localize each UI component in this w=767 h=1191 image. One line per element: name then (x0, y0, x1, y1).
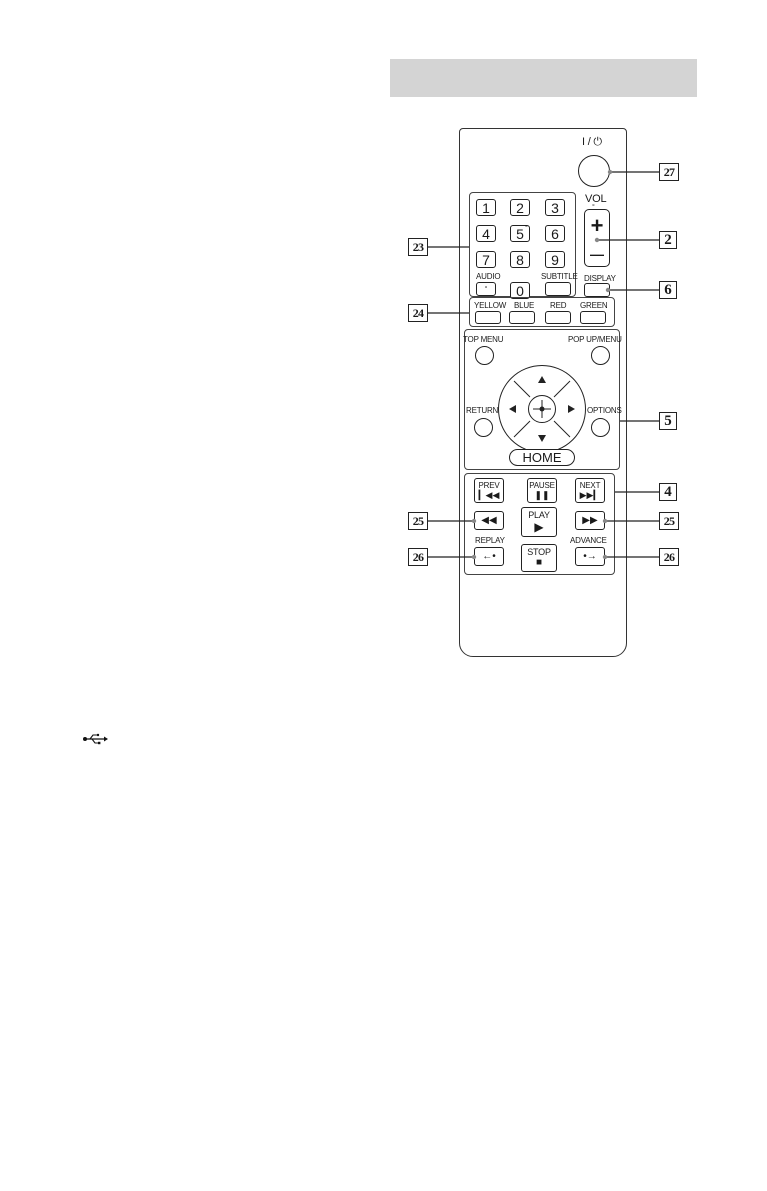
pause-icon: ❚❚ (534, 491, 549, 500)
yellow-button[interactable] (475, 311, 501, 324)
audio-button[interactable]: ° (476, 282, 496, 296)
digit-1-button[interactable]: 1 (476, 199, 496, 216)
top-menu-button[interactable] (475, 346, 494, 365)
audio-label: AUDIO (476, 273, 500, 281)
stop-icon: ■ (536, 558, 542, 568)
digit-7-button[interactable]: 7 (476, 251, 496, 268)
callout-advance: 26 (659, 548, 679, 566)
home-button[interactable]: HOME (509, 449, 575, 466)
green-label: GREEN (580, 302, 607, 310)
return-button[interactable] (474, 418, 493, 437)
volume-up-label: + (591, 215, 604, 237)
skip-forward-icon: ▶▶▎ (580, 491, 601, 500)
pause-button[interactable]: PAUSE ❚❚ (527, 478, 557, 503)
callout-replay: 26 (408, 548, 428, 566)
return-label: RETURN (466, 407, 498, 415)
green-button[interactable] (580, 311, 606, 324)
popup-menu-button[interactable] (591, 346, 610, 365)
callout-display: 6 (659, 281, 677, 299)
display-label: DISPLAY (584, 275, 616, 283)
popup-menu-label: POP UP/MENU (568, 336, 622, 344)
callout-volume: 2 (659, 231, 677, 249)
options-label: OPTIONS (587, 407, 622, 415)
top-menu-label: TOP MENU (463, 336, 503, 344)
vol-label: VOL (585, 194, 606, 205)
digit-8-button[interactable]: 8 (510, 251, 530, 268)
prev-button[interactable]: PREV ▎◀◀ (474, 478, 504, 503)
callout-navigation: 5 (659, 412, 677, 430)
digit-5-label: 5 (516, 227, 524, 241)
replay-button[interactable]: ←• (474, 547, 504, 566)
usb-icon (82, 733, 108, 745)
replay-label: REPLAY (475, 537, 505, 545)
prev-label: PREV (479, 482, 500, 490)
display-button[interactable] (584, 283, 610, 297)
advance-icon: •→ (583, 552, 597, 562)
callout-fast-forward: 25 (659, 512, 679, 530)
stop-label: STOP (527, 548, 551, 557)
red-label: RED (550, 302, 566, 310)
section-header-bar (390, 59, 697, 97)
blue-button[interactable] (509, 311, 535, 324)
callout-rewind: 25 (408, 512, 428, 530)
digit-6-button[interactable]: 6 (545, 225, 565, 242)
tactile-dot-icon: ° (525, 225, 528, 232)
rewind-icon: ◀◀ (481, 516, 496, 526)
enter-button[interactable] (528, 395, 556, 423)
blue-label: BLUE (514, 302, 534, 310)
digit-9-button[interactable]: 9 (545, 251, 565, 268)
callout-power: 27 (659, 163, 679, 181)
advance-button[interactable]: •→ (575, 547, 605, 566)
play-icon: ▶ (534, 521, 543, 533)
skip-back-icon: ▎◀◀ (479, 491, 500, 500)
pause-label: PAUSE (529, 482, 555, 490)
next-label: NEXT (580, 482, 601, 490)
subtitle-label: SUBTITLE (541, 273, 578, 281)
rewind-button[interactable]: ◀◀ (474, 511, 504, 530)
digit-4-button[interactable]: 4 (476, 225, 496, 242)
fast-forward-button[interactable]: ▶▶ (575, 511, 605, 530)
fast-forward-icon: ▶▶ (582, 516, 597, 526)
callout-playback: 4 (659, 483, 677, 501)
callout-number-buttons: 23 (408, 238, 428, 256)
yellow-label: YELLOW (474, 302, 506, 310)
replay-icon: ←• (482, 552, 496, 562)
volume-down-label: — (590, 247, 604, 261)
advance-label: ADVANCE (570, 537, 607, 545)
play-button[interactable]: PLAY ▶ (521, 507, 557, 537)
digit-3-button[interactable]: 3 (545, 199, 565, 216)
red-button[interactable] (545, 311, 571, 324)
enter-icon (529, 396, 555, 422)
play-label: PLAY (528, 511, 550, 520)
digit-2-button[interactable]: 2 (510, 199, 530, 216)
options-button[interactable] (591, 418, 610, 437)
power-label: I / ⏻ (582, 137, 602, 148)
stop-button[interactable]: STOP ■ (521, 544, 557, 572)
callout-color-buttons: 24 (408, 304, 428, 322)
volume-rocker[interactable]: + — (584, 209, 610, 267)
power-button[interactable] (578, 155, 610, 187)
next-button[interactable]: NEXT ▶▶▎ (575, 478, 605, 503)
subtitle-button[interactable] (545, 282, 571, 296)
tactile-dot-icon: ° (485, 286, 488, 293)
